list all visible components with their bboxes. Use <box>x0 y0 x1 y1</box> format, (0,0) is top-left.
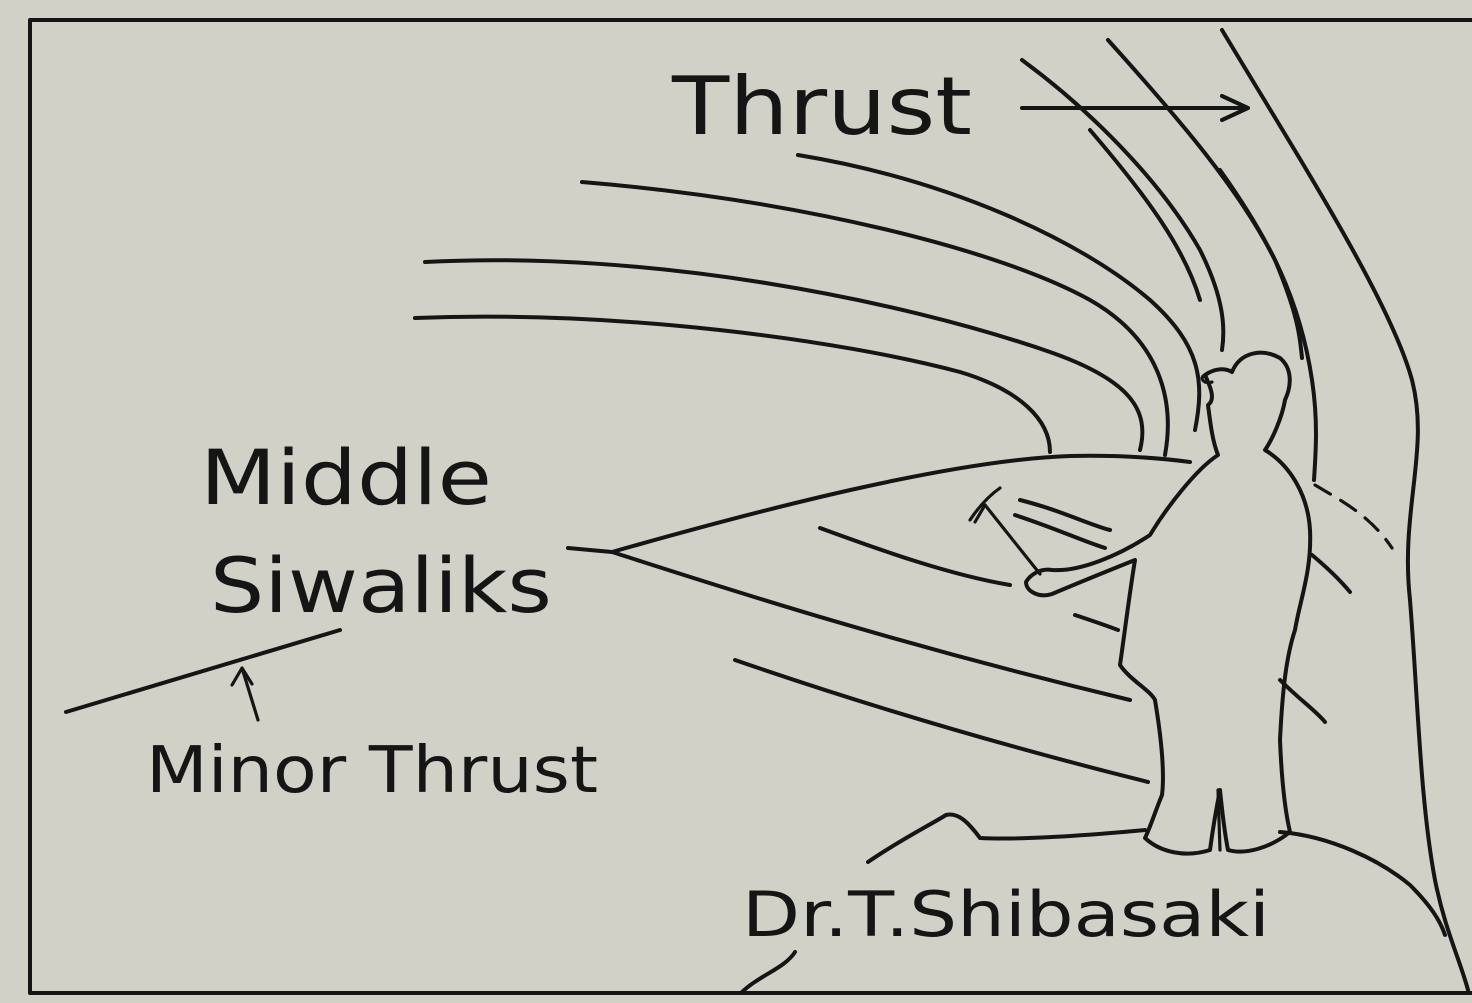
person-label: Dr.T.Shibasaki <box>742 878 1270 951</box>
formation-label-line1: Middle <box>200 433 492 522</box>
minor-thrust-label: Minor Thrust <box>146 734 598 808</box>
thrust-label: Thrust <box>671 60 972 153</box>
formation-label-line2: Siwaliks <box>210 541 552 630</box>
